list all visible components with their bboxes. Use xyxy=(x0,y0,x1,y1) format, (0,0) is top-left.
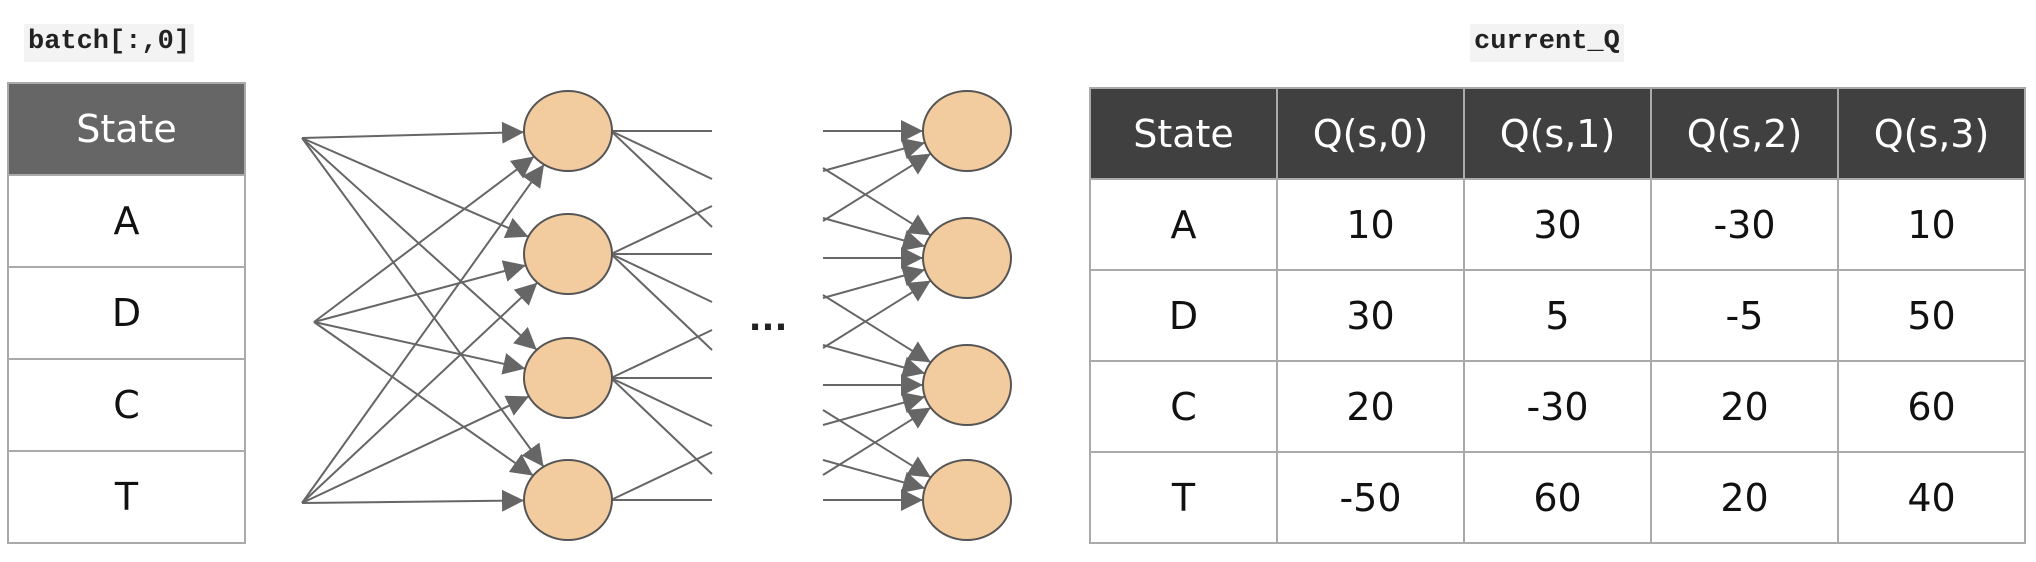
output-node xyxy=(922,344,1012,426)
network-edge xyxy=(301,281,539,504)
network-edge xyxy=(822,409,932,479)
hidden-node xyxy=(523,459,613,541)
q-cell: -30 xyxy=(1463,360,1652,453)
network-edge xyxy=(301,163,545,504)
q-cell: 10 xyxy=(1837,178,2026,271)
q-header-cell: Q(s,0) xyxy=(1276,87,1465,180)
network-edge xyxy=(822,279,932,349)
network-edge xyxy=(301,395,530,504)
q-header-row: State Q(s,0) Q(s,1) Q(s,2) Q(s,3) xyxy=(1089,87,2026,180)
q-cell: 20 xyxy=(1650,451,1839,544)
network-edge xyxy=(822,344,926,379)
network-edge xyxy=(822,137,926,172)
ellipsis: ... xyxy=(749,299,788,339)
network-edge xyxy=(610,130,713,180)
q-cell: 60 xyxy=(1463,451,1652,544)
network-edge xyxy=(822,152,932,222)
batch-cell: D xyxy=(7,266,246,360)
current-q-table: State Q(s,0) Q(s,1) Q(s,2) Q(s,3) A 10 3… xyxy=(1089,87,2026,544)
output-node xyxy=(922,459,1012,541)
q-cell: -50 xyxy=(1276,451,1465,544)
hidden-node xyxy=(523,90,613,172)
q-cell: 10 xyxy=(1276,178,1465,271)
q-cell: A xyxy=(1089,178,1278,271)
q-cell: 30 xyxy=(1276,269,1465,362)
q-cell: 20 xyxy=(1650,360,1839,453)
q-header-cell: State xyxy=(1089,87,1278,180)
network-edge xyxy=(822,264,926,299)
network-edge xyxy=(610,130,713,228)
network-edge xyxy=(610,253,713,351)
q-cell: C xyxy=(1089,360,1278,453)
output-node xyxy=(922,217,1012,299)
network-edge xyxy=(313,321,534,477)
network-edge xyxy=(313,155,535,323)
network-edge xyxy=(610,377,713,475)
batch-table: State A D C T xyxy=(7,82,246,544)
output-node xyxy=(922,90,1012,172)
q-cell: 40 xyxy=(1837,451,2026,544)
network-edge xyxy=(301,137,545,468)
q-cell: 20 xyxy=(1276,360,1465,453)
q-cell: -5 xyxy=(1650,269,1839,362)
batch-cell: C xyxy=(7,358,246,452)
batch-cell: A xyxy=(7,174,246,268)
hidden-node xyxy=(523,213,613,295)
q-cell: 50 xyxy=(1837,269,2026,362)
q-cell: 30 xyxy=(1463,178,1652,271)
network-edge xyxy=(301,137,529,238)
network-edge xyxy=(610,329,713,379)
network-edge xyxy=(822,294,932,364)
q-header-cell: Q(s,3) xyxy=(1837,87,2026,180)
network-edge xyxy=(313,321,526,375)
current-q-label: current_Q xyxy=(1470,24,1624,62)
network-edge xyxy=(822,167,932,237)
q-cell: -30 xyxy=(1650,178,1839,271)
q-cell: 5 xyxy=(1463,269,1652,362)
network-edge xyxy=(610,253,713,303)
batch-header-state: State xyxy=(7,82,246,176)
batch-cell: T xyxy=(7,450,246,544)
q-cell: D xyxy=(1089,269,1278,362)
network-edges xyxy=(301,120,932,512)
network-edge xyxy=(610,451,713,501)
network-edge xyxy=(313,260,527,323)
network-edge xyxy=(610,205,713,255)
q-cell: T xyxy=(1089,451,1278,544)
batch-label: batch[:,0] xyxy=(24,24,195,62)
network-edge xyxy=(301,121,525,144)
table-row: A 10 30 -30 10 xyxy=(1089,178,2026,271)
network-edge xyxy=(822,217,926,252)
network-edge xyxy=(610,377,713,427)
table-row: C 20 -30 20 60 xyxy=(1089,360,2026,453)
q-cell: 60 xyxy=(1837,360,2026,453)
hidden-node xyxy=(523,337,613,419)
q-header-cell: Q(s,1) xyxy=(1463,87,1652,180)
network-edge xyxy=(301,489,525,512)
network-nodes xyxy=(523,90,1012,541)
table-row: D 30 5 -5 50 xyxy=(1089,269,2026,362)
network-edge xyxy=(822,406,932,476)
q-header-cell: Q(s,2) xyxy=(1650,87,1839,180)
table-row: T -50 60 20 40 xyxy=(1089,451,2026,544)
network-edge xyxy=(822,459,926,494)
